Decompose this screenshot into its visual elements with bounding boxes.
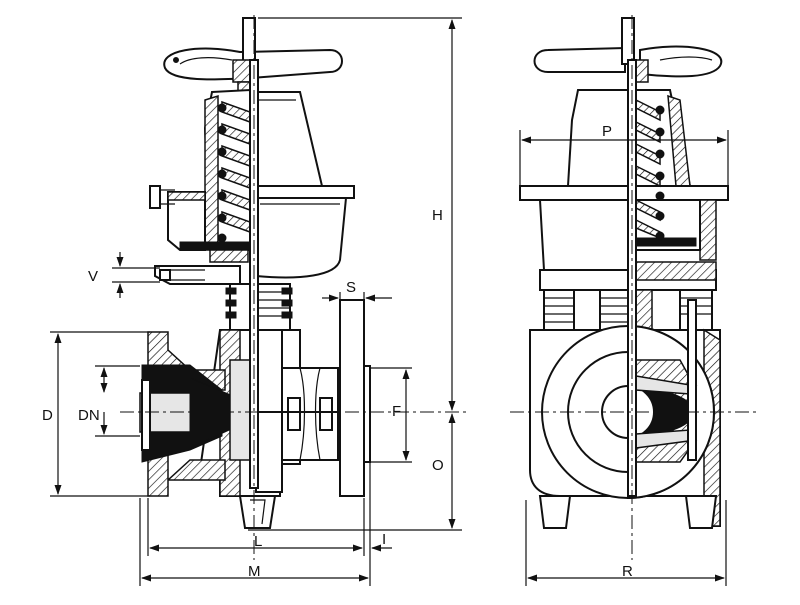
label-p: P [602,123,612,140]
dimension-lines [50,17,729,586]
left-diaphragm [189,359,251,461]
label-h: H [432,207,443,224]
dimension-labels: D DN V S F H O L I M P R [42,123,633,580]
label-dn: DN [78,407,100,424]
label-o: O [432,457,444,474]
label-d: D [42,407,53,424]
left-outlet-body [255,299,371,497]
label-v: V [88,268,98,285]
label-i: I [382,531,386,548]
left-yoke-and-bolt [149,185,251,285]
label-m: M [248,563,261,580]
right-bonnet [519,89,729,271]
left-spring-coil [217,100,251,243]
left-bellows [225,283,293,331]
right-front-section-view [510,15,760,560]
label-s: S [346,279,356,296]
left-side-section-view [120,15,470,560]
label-l: L [254,533,262,550]
label-r: R [622,563,633,580]
left-bonnet-housing [203,88,355,279]
label-f: F [392,403,401,420]
